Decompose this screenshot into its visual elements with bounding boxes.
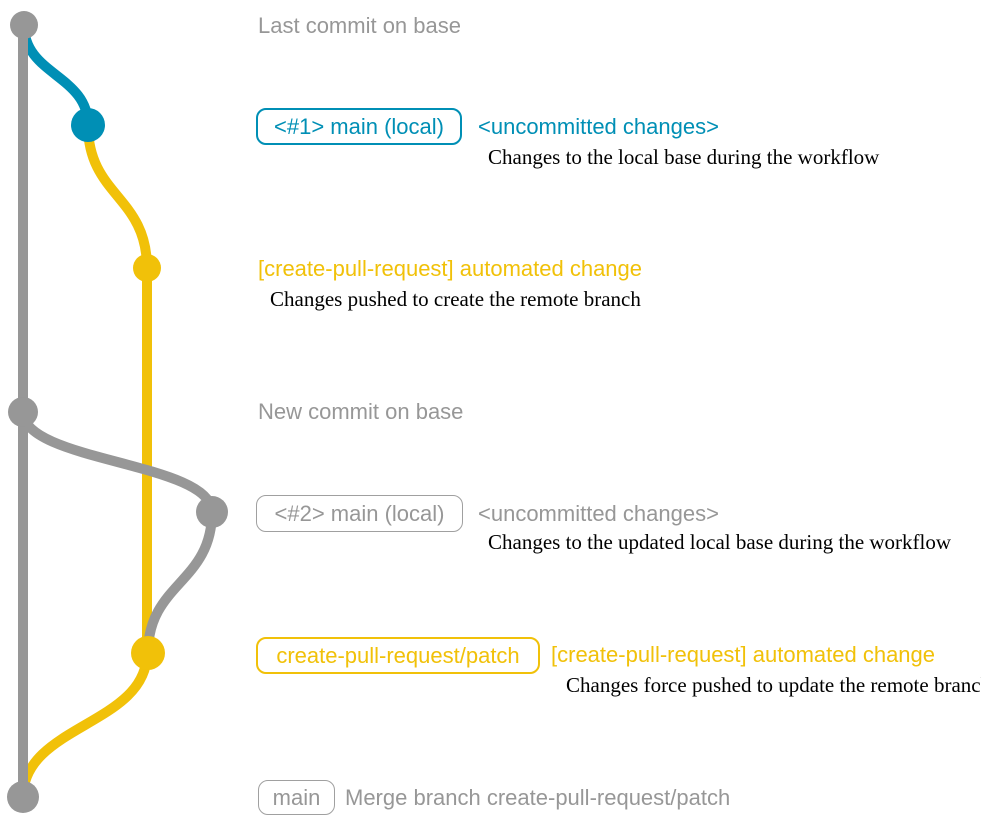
commit-dot-merge (7, 781, 39, 813)
description-pushed-create-branch: Changes pushed to create the remote bran… (270, 287, 641, 311)
commit-dot-new-base (8, 397, 38, 427)
commit-dot-last-base (10, 11, 38, 39)
branch-tag-create-pull-request-patch-text: create-pull-request/patch (276, 642, 520, 668)
branch-curve-gray-in (143, 511, 217, 654)
commit-message-automated-change-2: [create-pull-request] automated change (551, 642, 936, 667)
commit-message-automated-change-1: [create-pull-request] automated change (258, 256, 643, 281)
new-commit-on-base-label: New commit on base (258, 399, 464, 424)
branch-curve-yellow-top (83, 124, 152, 653)
branch-curve-gray-out (18, 411, 217, 513)
commit-message-uncommitted-1: <uncommitted changes> (478, 114, 719, 139)
branch-curve-yellow-merge (18, 652, 152, 798)
commit-dot-automated-change-1 (133, 254, 161, 282)
branch-tag-main-local-1: <#1> main (local) (256, 108, 462, 145)
commit-message-merge: Merge branch create-pull-request/patch (345, 785, 731, 810)
branch-tag-main: main (258, 780, 335, 815)
description-local-changes-2: Changes to the updated local base during… (488, 530, 952, 554)
branch-tag-main-text: main (272, 784, 321, 810)
commit-dot-automated-change-2 (131, 636, 165, 670)
description-force-pushed-update-branch: Changes force pushed to update the remot… (566, 673, 981, 697)
branch-tag-main-local-2: <#2> main (local) (256, 495, 463, 532)
branch-tag-main-local-2-text: <#2> main (local) (274, 500, 445, 526)
description-local-changes-1: Changes to the local base during the wor… (488, 145, 880, 169)
branch-tag-create-pull-request-patch: create-pull-request/patch (256, 637, 540, 674)
last-commit-on-base-label: Last commit on base (258, 13, 461, 38)
branch-curve-blue-local (19, 24, 93, 126)
commit-message-uncommitted-2: <uncommitted changes> (478, 501, 719, 526)
commit-dot-local-2 (196, 496, 228, 528)
commit-dot-local-1 (71, 108, 105, 142)
branch-tag-main-local-1-text: <#1> main (local) (274, 113, 444, 139)
